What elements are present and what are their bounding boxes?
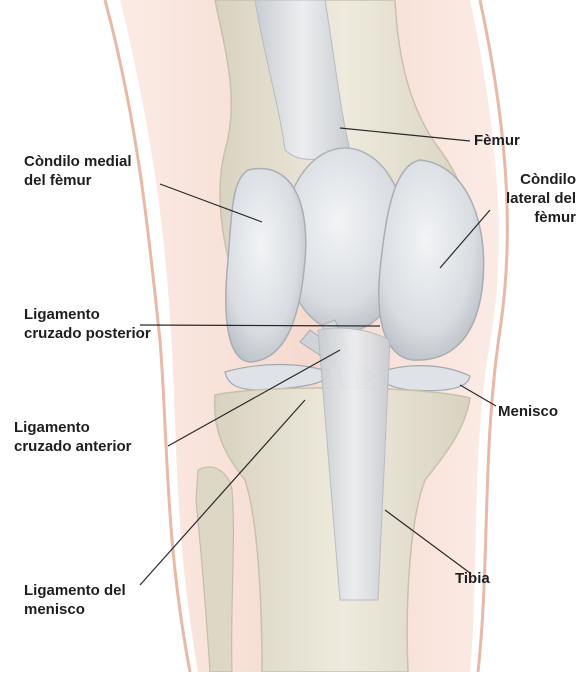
label-condil-lateral-line-2: lateral del [506,189,576,208]
label-lig-posterior: Ligamento cruzado posterior [24,305,151,343]
label-lig-anterior: Ligamento cruzado anterior [14,418,132,456]
label-tibia-line-1: Tibia [455,569,490,588]
label-lig-menisco: Ligamento del menisco [24,581,126,619]
label-menisco-line-1: Menisco [498,402,558,421]
label-femur: Fèmur [474,131,520,150]
label-menisco: Menisco [498,402,558,421]
label-lig-anterior-line-1: Ligamento [14,418,132,437]
label-lig-anterior-line-2: cruzado anterior [14,437,132,456]
label-femur-line-1: Fèmur [474,131,520,150]
label-condil-lateral: Còndilo lateral del fèmur [506,170,576,227]
label-lig-menisco-line-2: menisco [24,600,126,619]
label-condil-medial-line-2: del fèmur [24,171,132,190]
label-condil-lateral-line-3: fèmur [506,208,576,227]
label-condil-medial-line-1: Còndilo medial [24,152,132,171]
label-lig-posterior-line-2: cruzado posterior [24,324,151,343]
label-condil-medial: Còndilo medial del fèmur [24,152,132,190]
label-lig-posterior-line-1: Ligamento [24,305,151,324]
label-tibia: Tibia [455,569,490,588]
label-lig-menisco-line-1: Ligamento del [24,581,126,600]
label-condil-lateral-line-1: Còndilo [506,170,576,189]
